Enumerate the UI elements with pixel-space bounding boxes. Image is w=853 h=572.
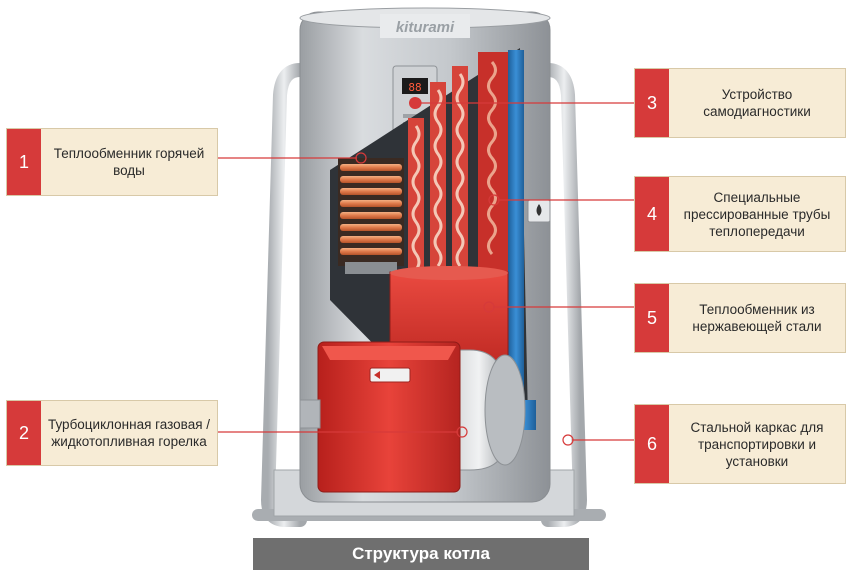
callout-number: 3 bbox=[635, 69, 669, 137]
burner bbox=[299, 341, 526, 493]
callout-5: 5 Теплообменник из нержавеющей стали bbox=[634, 283, 846, 353]
callout-number: 6 bbox=[635, 405, 669, 483]
callout-4: 4 Специальные прессированные трубы тепло… bbox=[634, 176, 846, 252]
heat-transfer-tubes bbox=[408, 61, 497, 278]
callout-1: 1 Теплообменник горячей воды bbox=[6, 128, 218, 196]
callout-text: Турбоциклонная газовая / жидкотопливная … bbox=[47, 417, 211, 449]
diagram-caption: Структура котла bbox=[253, 538, 589, 570]
callout-6: 6 Стальной каркас для транспортировки и … bbox=[634, 404, 846, 484]
callout-text: Теплообменник горячей воды bbox=[53, 146, 205, 178]
hot-water-coil bbox=[338, 158, 404, 274]
display-readout: 88 bbox=[408, 81, 421, 94]
callout-text: Стальной каркас для транспортировки и ус… bbox=[690, 419, 824, 469]
callout-text: Специальные прессированные трубы теплопе… bbox=[683, 189, 831, 239]
leader-lines bbox=[218, 97, 634, 446]
callout-number: 1 bbox=[7, 129, 41, 195]
brand-logo: kiturami bbox=[396, 19, 455, 36]
pressure-gauge-icon bbox=[527, 199, 551, 223]
callout-text: Теплообменник из нержавеющей стали bbox=[692, 302, 822, 334]
callout-number: 4 bbox=[635, 177, 669, 251]
callout-2: 2 Турбоциклонная газовая / жидкотопливна… bbox=[6, 400, 218, 466]
callout-number: 2 bbox=[7, 401, 41, 465]
callout-text: Устройство самодиагностики bbox=[703, 87, 811, 119]
callout-3: 3 Устройство самодиагностики bbox=[634, 68, 846, 138]
callout-number: 5 bbox=[635, 284, 669, 352]
